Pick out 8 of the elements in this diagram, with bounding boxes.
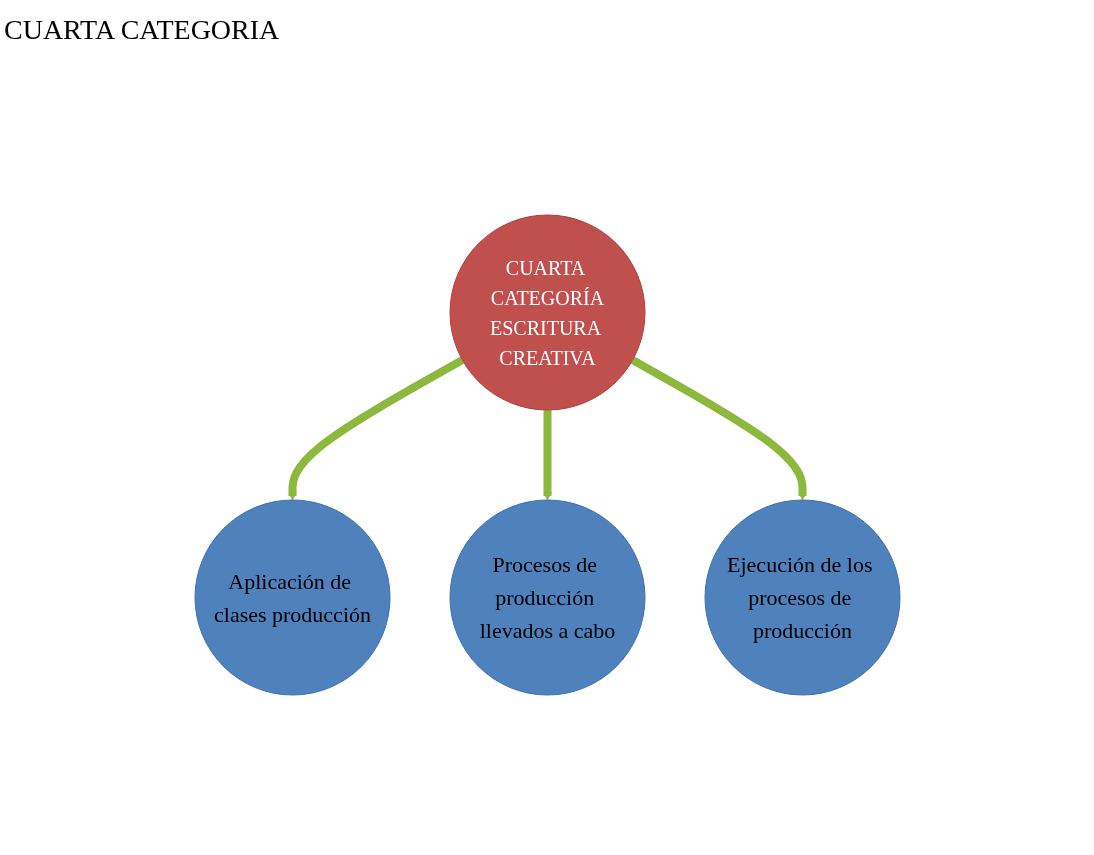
arrow	[542, 410, 552, 501]
node-circle: CUARTA CATEGORÍA ESCRITURA CREATIVA	[449, 214, 645, 411]
node-circle: Ejecución de los procesos de producción	[704, 499, 900, 696]
arrow	[287, 356, 464, 501]
arrow	[630, 356, 807, 501]
node-circle: Procesos de producción llevados a cabo	[449, 499, 645, 696]
diagram-title: CUARTA CATEGORIA	[4, 14, 280, 46]
node-circle: Aplicación de clases producción	[194, 499, 390, 696]
